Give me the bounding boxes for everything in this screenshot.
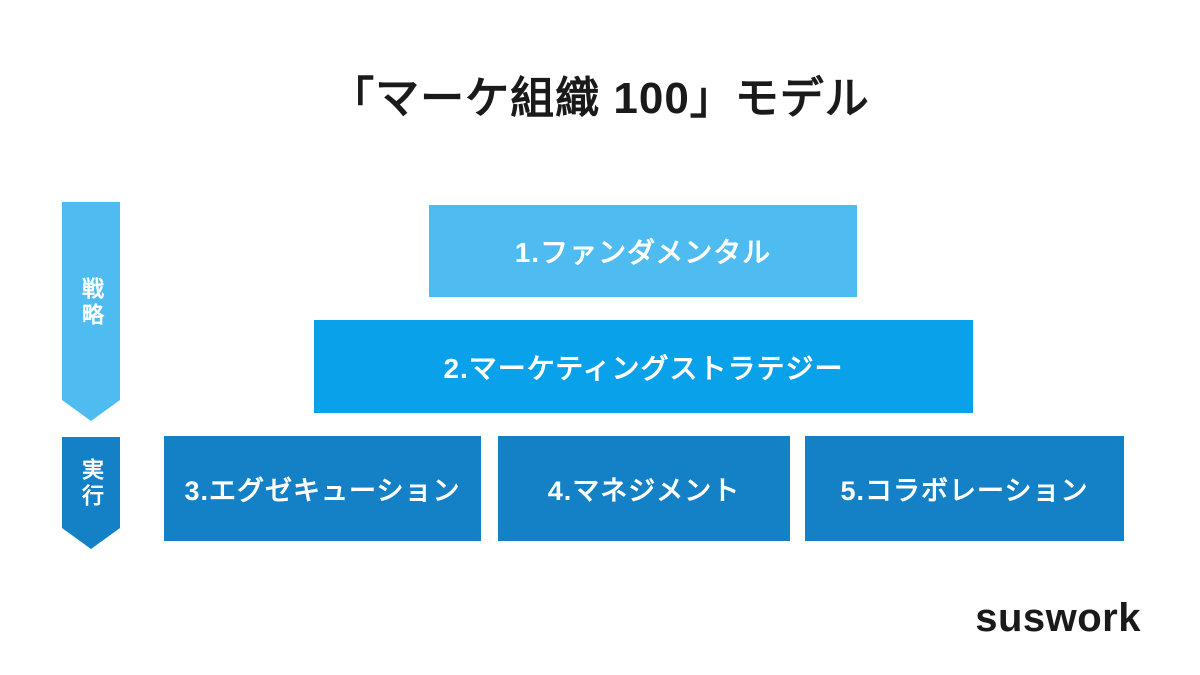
box-execution: 3.エグゼキューション: [164, 436, 481, 541]
execution-arrow-banner: 実行: [62, 437, 120, 549]
box-collaboration-label: 5.コラボレーション: [840, 476, 1089, 506]
box-management-label: 4.マネジメント: [547, 476, 741, 506]
strategy-arrow-label: 戦略: [79, 276, 104, 329]
box-execution-label: 3.エグゼキューション: [184, 476, 461, 506]
box-fundamental-label: 1.ファンダメンタル: [514, 237, 772, 268]
box-marketing-strategy: 2.マーケティングストラテジー: [314, 320, 973, 413]
page-title: 「マーケ組織 100」モデル: [330, 74, 870, 123]
box-management: 4.マネジメント: [498, 436, 790, 541]
box-marketing-strategy-label: 2.マーケティングストラテジー: [443, 352, 844, 384]
strategy-arrow-banner: 戦略: [62, 202, 120, 421]
box-fundamental: 1.ファンダメンタル: [429, 205, 857, 297]
box-collaboration: 5.コラボレーション: [805, 436, 1124, 541]
suswork-logo: suswork: [975, 596, 1141, 640]
execution-arrow-label: 実行: [79, 458, 104, 510]
